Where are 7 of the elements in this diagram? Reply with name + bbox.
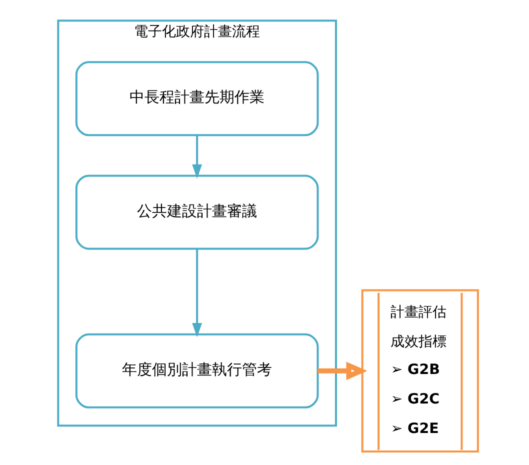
- node-box: 年度個別計畫執行管考: [75, 333, 319, 408]
- arrow: [318, 362, 368, 380]
- node-box: 計畫評估 成效指標 ➢ G2B ➢ G2C ➢ G2E: [361, 289, 479, 453]
- arrow: [192, 248, 202, 338]
- node-box: 公共建設計畫審議: [75, 174, 319, 250]
- arrow: [192, 135, 202, 179]
- node-box: 中長程計畫先期作業: [75, 61, 319, 136]
